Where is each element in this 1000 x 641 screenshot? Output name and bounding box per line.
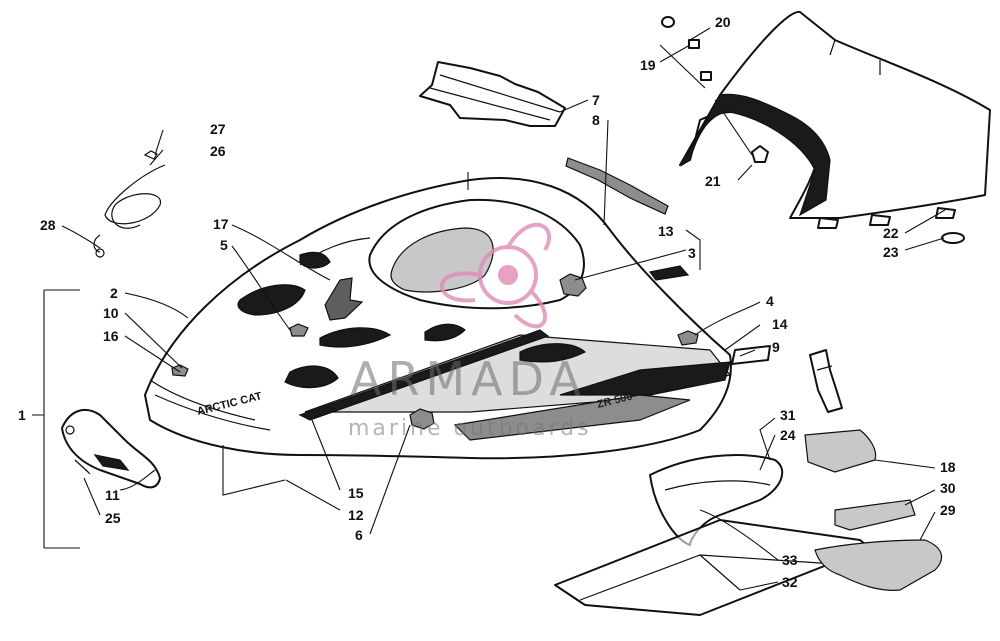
callout-28: 28	[40, 217, 56, 233]
callout-15: 15	[348, 485, 364, 501]
hood-decal-7	[419, 61, 566, 127]
callout-2: 2	[110, 285, 118, 301]
callout-3: 3	[688, 245, 696, 261]
windshield-hardware	[661, 16, 965, 244]
callout-13: 13	[658, 223, 674, 239]
watermark-subtitle: marine outboards	[348, 416, 592, 441]
tether-cord	[93, 150, 166, 258]
watermark: ARMADA marine outboards	[348, 222, 592, 441]
callout-16: 16	[103, 328, 119, 344]
callout-18: 18	[940, 459, 956, 475]
callout-9: 9	[772, 339, 780, 355]
callout-26: 26	[210, 143, 226, 159]
callout-25: 25	[105, 510, 121, 526]
side-trim	[809, 349, 843, 413]
callout-24: 24	[780, 427, 796, 443]
callout-7: 7	[592, 92, 600, 108]
callout-21: 21	[705, 173, 721, 189]
callout-8: 8	[592, 112, 600, 128]
front-bumper	[61, 408, 161, 489]
callout-14: 14	[772, 316, 788, 332]
callout-32: 32	[782, 574, 798, 590]
callout-23: 23	[883, 244, 899, 260]
leader-lines	[32, 27, 946, 591]
belly-pan	[554, 454, 871, 616]
callout-29: 29	[940, 502, 956, 518]
callout-11: 11	[105, 487, 120, 503]
callout-27: 27	[210, 121, 226, 137]
windshield	[679, 10, 991, 229]
foam-pads	[804, 429, 943, 591]
watermark-logo-icon	[439, 222, 552, 329]
callout-numbers: 1 2 3 4 5 6 7 8 9 10 11 12 13 14 15 16 1…	[18, 14, 956, 590]
callout-19: 19	[640, 57, 656, 73]
callout-4: 4	[766, 293, 774, 309]
callout-5: 5	[220, 237, 228, 253]
hood-decal-8	[565, 157, 669, 215]
callout-30: 30	[940, 480, 956, 496]
callout-10: 10	[103, 305, 119, 321]
watermark-title: ARMADA	[350, 352, 587, 406]
callout-33: 33	[782, 552, 798, 568]
callout-6: 6	[355, 527, 363, 543]
callout-31: 31	[780, 407, 796, 423]
callout-20: 20	[715, 14, 731, 30]
callout-22: 22	[883, 225, 899, 241]
callout-1: 1	[18, 407, 26, 423]
callout-17: 17	[213, 216, 229, 232]
callout-12: 12	[348, 507, 364, 523]
